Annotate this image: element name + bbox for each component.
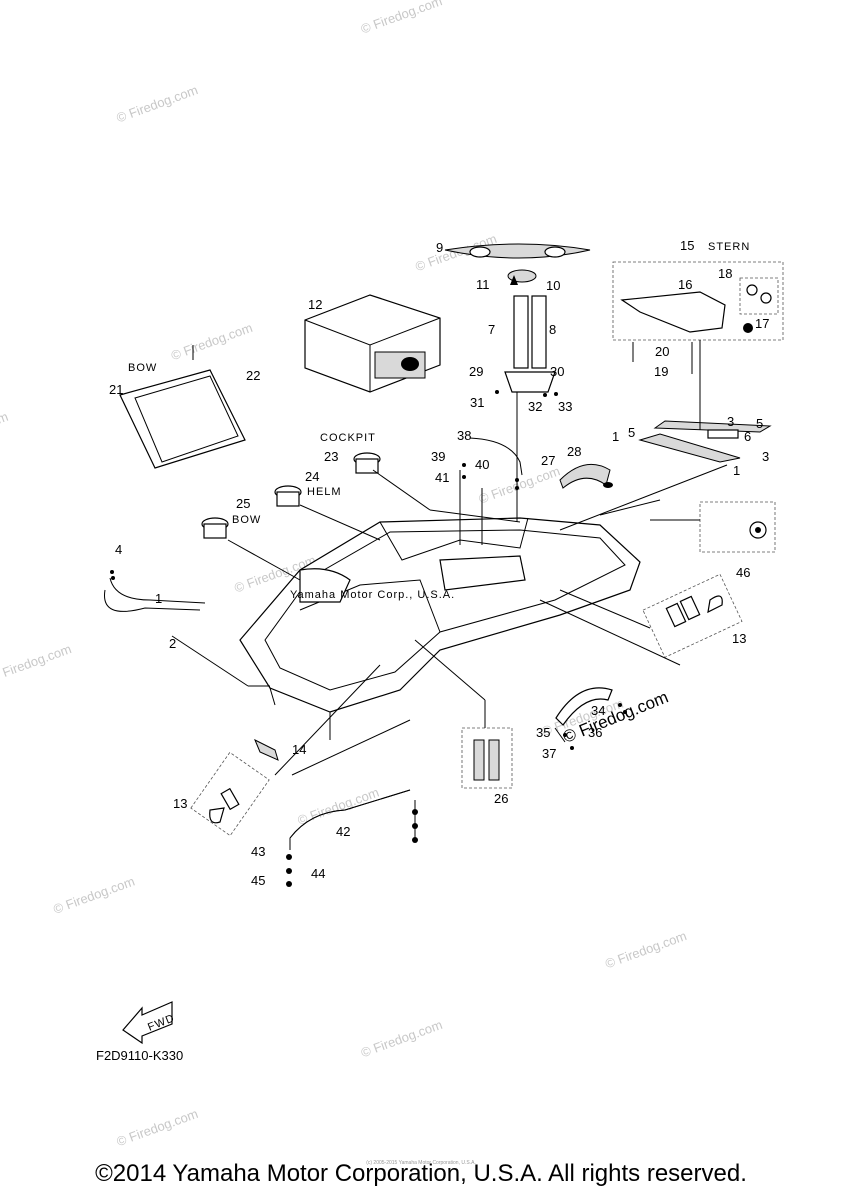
callout-1: 1 <box>733 463 740 478</box>
inset-13-right <box>642 573 743 658</box>
callout-35: 35 <box>536 725 550 740</box>
tag-cockpit: COCKPIT <box>320 432 376 444</box>
part-clamp-29-30 <box>504 371 556 393</box>
callout-11: 11 <box>476 277 490 292</box>
callout-3: 3 <box>762 449 769 464</box>
callout-34: 34 <box>591 703 605 718</box>
fasteners <box>111 390 627 887</box>
callout-8: 8 <box>549 322 556 337</box>
tag-stern: STERN <box>708 241 750 253</box>
part-bolt-11 <box>510 275 518 285</box>
tag-bow-left: BOW <box>232 514 261 526</box>
cup-holder-25 <box>201 517 229 539</box>
callout-46: 46 <box>736 565 750 580</box>
callout-17: 17 <box>755 316 769 331</box>
watermark: © Firedog.com <box>0 409 10 452</box>
boat-hull: Yamaha Motor Corp., U.S.A. <box>239 517 641 740</box>
hull-text: Yamaha Motor Corp., U.S.A. <box>290 589 455 601</box>
part-cooler-12 <box>304 294 441 393</box>
watermark: © Firedog.com <box>359 0 444 37</box>
tag-helm: HELM <box>307 486 342 498</box>
callout-20: 20 <box>655 344 669 359</box>
fwd-arrow-icon: FWD <box>122 1001 177 1045</box>
callout-37: 37 <box>542 746 556 761</box>
callout-31: 31 <box>470 395 484 410</box>
inset-46 <box>699 501 776 553</box>
cup-holder-24 <box>274 485 302 507</box>
part-frame-21-22 <box>119 345 246 469</box>
callout-5: 5 <box>756 416 763 431</box>
callout-42: 42 <box>336 824 350 839</box>
watermark: © Firedog.com <box>0 641 73 684</box>
part-rail-38 <box>469 437 523 476</box>
callout-21: 21 <box>109 382 123 397</box>
part-strip-1 <box>104 589 201 612</box>
callout-6: 6 <box>744 429 751 444</box>
callout-26: 26 <box>494 791 508 806</box>
callout-10: 10 <box>546 278 560 293</box>
callout-23: 23 <box>324 449 338 464</box>
callout-12: 12 <box>308 297 322 312</box>
callout-9: 9 <box>436 240 443 255</box>
inset-13-left <box>190 751 270 837</box>
cup-holder-23 <box>353 452 381 474</box>
part-tubes-7-8 <box>513 295 547 369</box>
callout-44: 44 <box>311 866 325 881</box>
callout-22: 22 <box>246 368 260 383</box>
callout-28: 28 <box>567 444 581 459</box>
watermark: © Firedog.com <box>51 873 136 916</box>
watermark: © Firedog.com <box>603 928 688 971</box>
callout-7: 7 <box>488 322 495 337</box>
callout-39: 39 <box>431 449 445 464</box>
callout-43: 43 <box>251 844 265 859</box>
callout-2: 2 <box>169 636 176 651</box>
callout-30: 30 <box>550 364 564 379</box>
callout-15: 15 <box>680 238 694 253</box>
callout-36: 36 <box>588 725 602 740</box>
callout-3: 3 <box>727 414 734 429</box>
callout-14: 14 <box>292 742 306 757</box>
inset-26 <box>461 727 513 789</box>
callout-4: 4 <box>115 542 122 557</box>
tag-bow-top: BOW <box>128 362 157 374</box>
callout-33: 33 <box>558 399 572 414</box>
callout-45: 45 <box>251 873 265 888</box>
callout-41: 41 <box>435 470 449 485</box>
stern-inset-15 <box>612 261 784 341</box>
callout-32: 32 <box>528 399 542 414</box>
callout-1: 1 <box>612 429 619 444</box>
callout-18: 18 <box>718 266 732 281</box>
callout-5: 5 <box>628 425 635 440</box>
watermark: © Firedog.com <box>114 82 199 125</box>
watermark: © Firedog.com <box>169 320 254 363</box>
callout-labels: 9 10 11 12 7 8 29 30 31 32 33 15 STERN 1… <box>109 238 769 888</box>
leader-lines <box>171 340 728 850</box>
callout-19: 19 <box>654 364 668 379</box>
callout-16: 16 <box>678 277 692 292</box>
part-14 <box>254 738 279 761</box>
watermark: © Firedog.com <box>115 1106 200 1149</box>
part-cap-9 <box>444 243 591 259</box>
watermark: © Firedog.com <box>359 1017 444 1060</box>
callout-13: 13 <box>732 631 746 646</box>
callout-38: 38 <box>457 428 471 443</box>
callout-24: 24 <box>305 469 319 484</box>
part-bracket-34 <box>555 687 613 726</box>
callout-25: 25 <box>236 496 250 511</box>
callout-1: 1 <box>155 591 162 606</box>
part-bracket-27 <box>559 463 611 489</box>
part-rails-1-3 <box>638 420 772 463</box>
small-print: (c) 2005-2015 Yamaha Motor Corporation, … <box>366 1160 476 1166</box>
callout-27: 27 <box>541 453 555 468</box>
callout-40: 40 <box>475 457 489 472</box>
callout-29: 29 <box>469 364 483 379</box>
callout-13: 13 <box>173 796 187 811</box>
copyright-notice: ©2014 Yamaha Motor Corporation, U.S.A. A… <box>95 1160 747 1187</box>
diagram-code: F2D9110-K330 <box>96 1048 184 1063</box>
